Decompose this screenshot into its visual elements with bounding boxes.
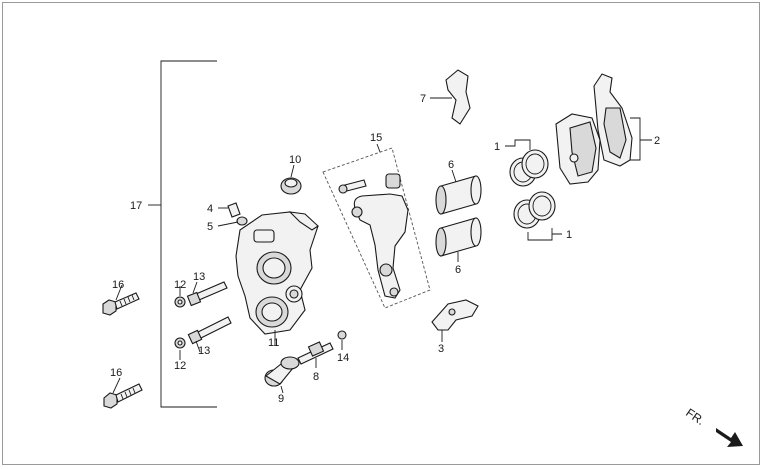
seal-12-upper [174,286,186,308]
callout-6-upper: 6 [448,159,454,171]
callout-17: 17 [130,200,142,212]
bracket-15 [322,143,431,309]
caliper-body-11 [235,211,319,345]
callout-9: 9 [278,393,284,405]
callout-2: 2 [654,135,660,147]
pin-8 [297,341,334,368]
pin-13-upper [186,281,228,307]
diagram-frame [2,2,760,465]
front-label: FR. [683,406,707,428]
seal-12-lower [174,337,186,360]
callout-7: 7 [420,93,426,105]
bolt-16-lower [103,377,143,409]
bracket-17 [148,60,217,408]
callout-13-lower: 13 [198,345,210,357]
callout-5: 5 [207,221,213,233]
callout-1-upper: 1 [494,141,500,153]
callout-12-upper: 12 [174,279,186,291]
bolt-16-upper [102,284,140,316]
sleeve-6-lower [435,217,482,262]
callout-6-lower: 6 [455,264,461,276]
piston-seals-1-lower [513,191,562,241]
callout-3: 3 [438,343,444,355]
brake-pads-2 [555,73,652,185]
callout-14: 14 [337,352,349,364]
callout-4: 4 [207,203,213,215]
boot-10 [280,164,302,195]
callout-1-lower: 1 [566,229,572,241]
bleeder-4 [218,202,241,218]
callout-16-upper: 16 [112,279,124,291]
piston-seals-1-upper [505,139,549,187]
front-direction-arrow [716,428,743,447]
callout-15: 15 [370,132,382,144]
sleeve-14 [337,330,347,350]
cap-5 [217,216,248,227]
callout-8: 8 [313,371,319,383]
callout-13-upper: 13 [193,271,205,283]
callout-11: 11 [268,337,279,349]
spring-7 [430,69,471,125]
plug-9 [264,356,300,394]
pin-13-lower [187,316,232,353]
shim-3 [431,299,479,342]
callout-10: 10 [289,154,301,166]
sleeve-6-upper [435,169,482,215]
callout-16-lower: 16 [110,367,122,379]
callout-12-lower: 12 [174,360,186,372]
